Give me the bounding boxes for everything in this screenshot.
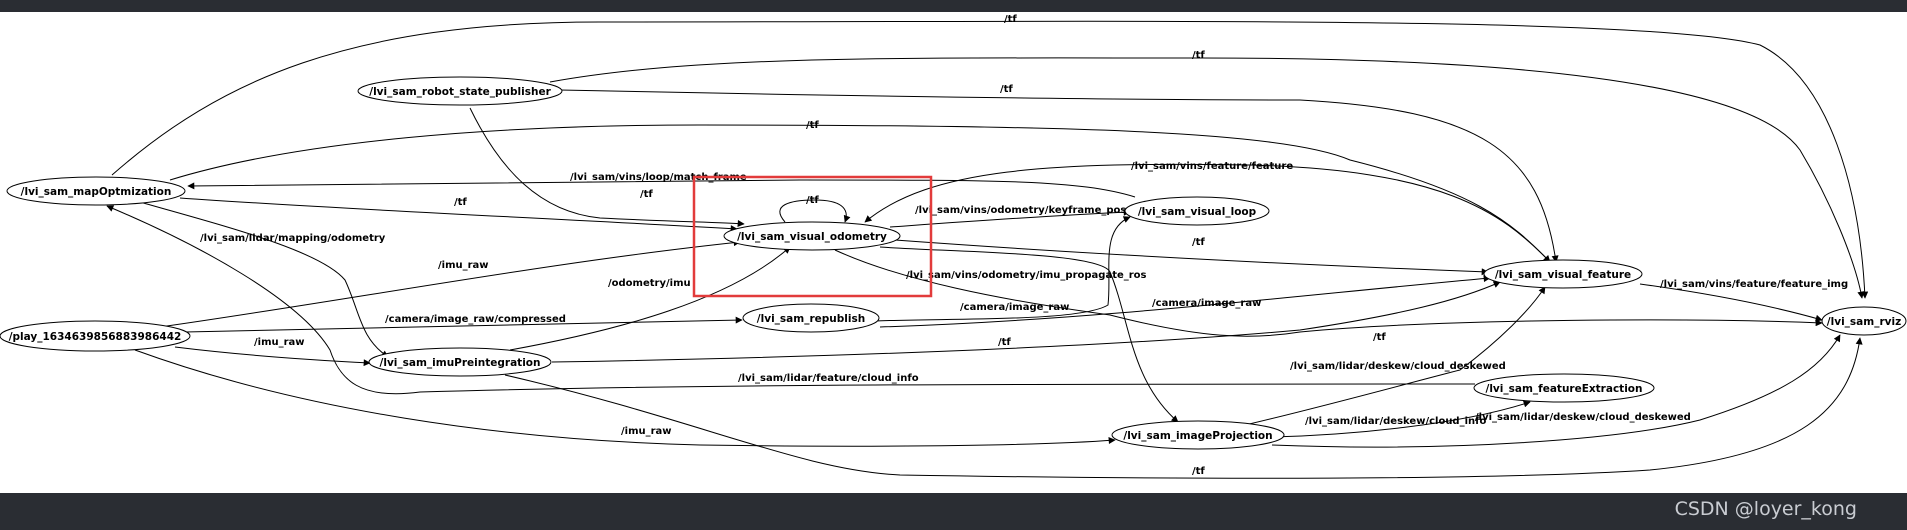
edges: [106, 20, 1869, 479]
edge-repub-vfeat: [879, 275, 1491, 328]
label-imu-raw-pre: /imu_raw: [254, 337, 305, 348]
label-imu-propagate: /lvi_sam/vins/odometry/imu_propagate_ros: [906, 270, 1147, 281]
label-tf-vo-rviz: /tf: [1373, 332, 1386, 343]
node-rviz-label: /lvi_sam_rviz: [1827, 316, 1901, 328]
edge-rsp-vfeat: [559, 89, 1559, 263]
label-feature-img: /lvi_sam/vins/feature/feature_img: [1660, 279, 1848, 290]
edge-imupre-vo: [509, 246, 791, 351]
node-feature-extraction-label: /lvi_sam_featureExtraction: [1486, 383, 1643, 395]
edge-play-imupre: [174, 346, 371, 367]
edge-vo-vfeat: [894, 239, 1489, 276]
label-tf-mapopt-vo: /tf: [454, 197, 467, 208]
label-deskewed-vfeat: /lvi_sam/lidar/deskew/cloud_deskewed: [1290, 361, 1506, 372]
label-tf-rsp-rviz: /tf: [1192, 50, 1205, 61]
edge-vo-vloop: [889, 208, 1131, 228]
node-image-projection-label: /lvi_sam_imageProjection: [1123, 430, 1272, 442]
node-mapopt[interactable]: /lvi_sam_mapOptmization: [6, 176, 186, 206]
label-tf-vo-vfeat: /tf: [1192, 237, 1205, 248]
edge-imgproj-vfeat: [1244, 286, 1546, 426]
ros-node-graph: /tf /tf /tf /tf /lvi_sam/vins/loop/match…: [0, 14, 1907, 479]
node-visual-odometry[interactable]: /lvi_sam_visual_odometry: [723, 221, 901, 251]
label-odometry-imu: /odometry/imu: [608, 278, 691, 289]
edge-imgproj-featex: [1271, 400, 1531, 438]
node-visual-feature[interactable]: /lvi_sam_visual_feature: [1483, 259, 1643, 289]
edge-mapopt-rviz-top: [111, 20, 1869, 299]
node-republish-label: /lvi_sam_republish: [757, 313, 865, 325]
node-imu-preintegration[interactable]: /lvi_sam_imuPreintegration: [368, 347, 552, 377]
label-tf-rsp-vo: /tf: [640, 189, 653, 200]
bottom-bar: [0, 493, 1907, 530]
label-cloud-info-feature: /lvi_sam/lidar/feature/cloud_info: [738, 373, 919, 384]
label-imu-raw-proj: /imu_raw: [621, 426, 672, 437]
label-mapping-odometry: /lvi_sam/lidar/mapping/odometry: [200, 233, 386, 244]
edge-repub-vloop: [874, 216, 1131, 322]
edge-imgproj-rviz: [1271, 334, 1841, 448]
node-imu-preintegration-label: /lvi_sam_imuPreintegration: [380, 357, 541, 369]
edge-vfeat-rviz: [1639, 283, 1823, 322]
label-image-raw-vfeat: /camera/image_raw: [1152, 298, 1261, 309]
label-image-raw-repub: /camera/image_raw: [960, 302, 1069, 313]
node-rviz[interactable]: /lvi_sam_rviz: [1821, 306, 1907, 336]
edge-rsp-vo: [469, 107, 745, 228]
node-robot-state-publisher-label: /lvi_sam_robot_state_publisher: [369, 86, 551, 98]
node-robot-state-publisher[interactable]: /lvi_sam_robot_state_publisher: [357, 76, 563, 106]
edge-mapopt-imupre: [139, 201, 389, 358]
edge-labels: /tf /tf /tf /tf /lvi_sam/vins/loop/match…: [200, 14, 1848, 477]
node-mapopt-label: /lvi_sam_mapOptmization: [21, 186, 172, 198]
edge-vo-imgproj: [879, 246, 1179, 423]
label-feature-feature: /lvi_sam/vins/feature/feature: [1131, 161, 1293, 172]
node-image-projection[interactable]: /lvi_sam_imageProjection: [1111, 420, 1285, 450]
label-cloud-info-deskew: /lvi_sam/lidar/deskew/cloud_info: [1305, 416, 1486, 427]
edge-rsp-rviz: [549, 57, 1865, 299]
label-match-frame: /lvi_sam/vins/loop/match_frame: [570, 172, 747, 183]
label-tf-rsp-vfeat: /tf: [1000, 84, 1013, 95]
label-tf-pre-vfeat: /tf: [998, 337, 1011, 348]
node-play[interactable]: /play_1634639856883986442: [0, 320, 191, 352]
label-deskewed-rviz: /lvi_sam/lidar/deskew/cloud_deskewed: [1475, 412, 1691, 423]
label-compressed: /camera/image_raw/compressed: [385, 314, 566, 325]
edge-vo-rviz: [834, 249, 1823, 337]
node-visual-odometry-label: /lvi_sam_visual_odometry: [737, 231, 887, 243]
label-tf-top: /tf: [1004, 14, 1017, 25]
label-tf-self: /tf: [806, 195, 819, 206]
top-bar: [0, 0, 1907, 12]
edge-imupre-vfeat: [551, 281, 1501, 363]
edge-mapopt-vfeat: [169, 124, 1551, 263]
node-visual-loop-label: /lvi_sam_visual_loop: [1138, 206, 1257, 218]
highlight-box: [692, 175, 933, 298]
edge-play-vo: [159, 239, 741, 328]
node-republish[interactable]: /lvi_sam_republish: [742, 303, 880, 333]
edge-imupre-rviz-bottom: [504, 337, 1863, 479]
label-tf-mapopt-vfeat: /tf: [806, 120, 819, 131]
edge-featex-mapopt: [106, 205, 1476, 395]
node-feature-extraction[interactable]: /lvi_sam_featureExtraction: [1473, 373, 1655, 403]
node-visual-loop[interactable]: /lvi_sam_visual_loop: [1124, 196, 1270, 226]
edge-vfeat-vo: [864, 163, 1551, 263]
watermark: CSDN @loyer_kong: [1674, 498, 1857, 520]
edge-mapopt-vo: [179, 197, 738, 233]
node-play-label: /play_1634639856883986442: [9, 331, 182, 343]
label-imu-raw-vo: /imu_raw: [438, 260, 489, 271]
label-tf-bottom: /tf: [1192, 466, 1205, 477]
edge-vo-self: [779, 199, 851, 223]
node-visual-feature-label: /lvi_sam_visual_feature: [1495, 269, 1631, 281]
edge-play-imgproj: [134, 349, 1116, 447]
nodes: /lvi_sam_mapOptmization /lvi_sam_robot_s…: [0, 76, 1907, 450]
label-keyframe-pose: /lvi_sam/vins/odometry/keyframe_pose: [915, 205, 1133, 216]
